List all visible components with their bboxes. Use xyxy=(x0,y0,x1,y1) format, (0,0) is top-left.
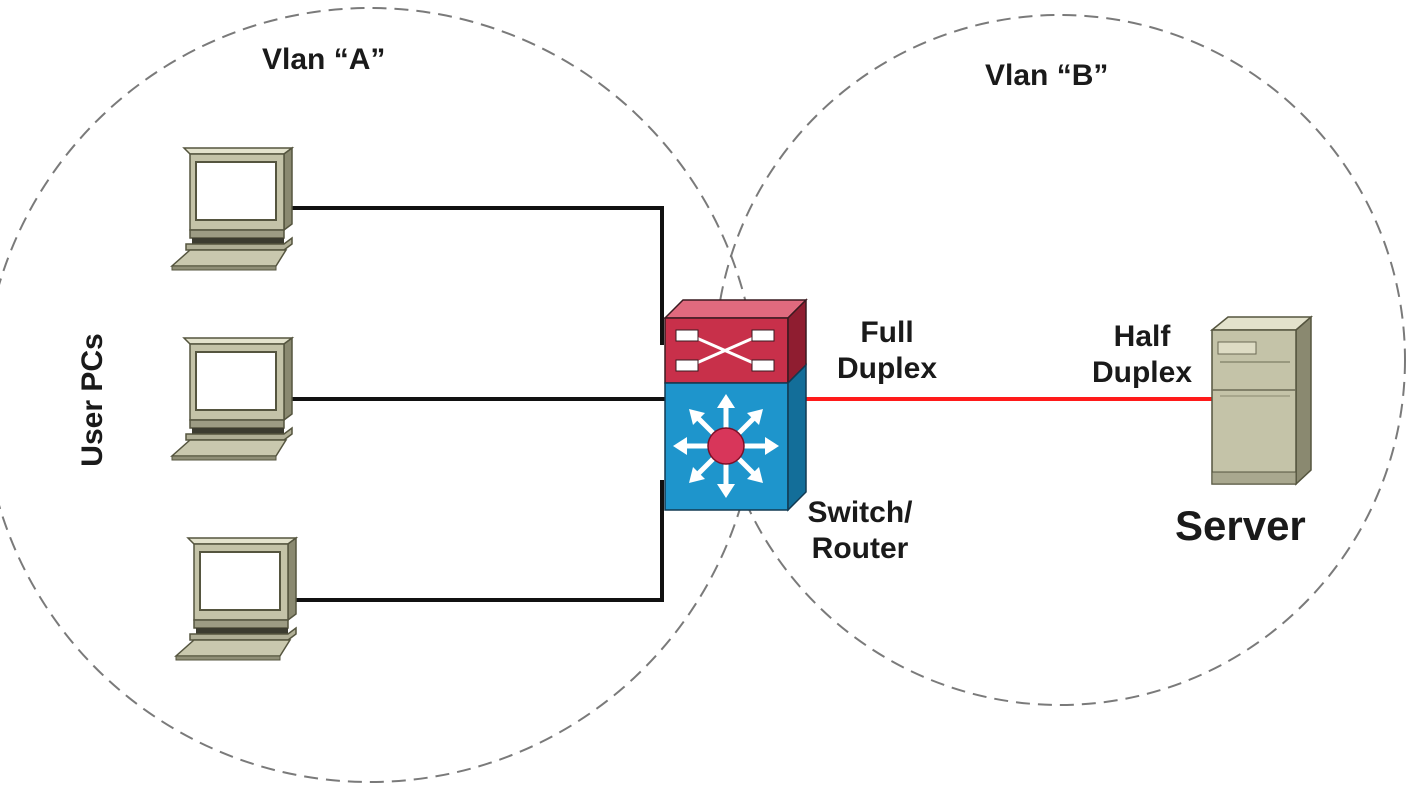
full-duplex-label: Full Duplex xyxy=(836,316,938,385)
user-pc-icon xyxy=(170,336,295,461)
pc1-cable xyxy=(292,206,664,345)
switch-router-icon xyxy=(663,298,808,512)
user-pcs-label: User PCs xyxy=(76,333,109,467)
switch-router-label: Switch/ Router xyxy=(807,496,913,565)
server-label: Server xyxy=(1175,502,1306,549)
user-pc-icon xyxy=(174,536,299,661)
pc3-cable xyxy=(296,480,664,602)
half-duplex-label: Half Duplex xyxy=(1091,320,1193,389)
vlan-a-boundary xyxy=(0,7,758,783)
server-icon xyxy=(1209,315,1314,486)
vlan-b-label: Vlan “B” xyxy=(985,59,1109,92)
vlan-a-label: Vlan “A” xyxy=(262,43,386,76)
user-pc-icon xyxy=(170,146,295,271)
